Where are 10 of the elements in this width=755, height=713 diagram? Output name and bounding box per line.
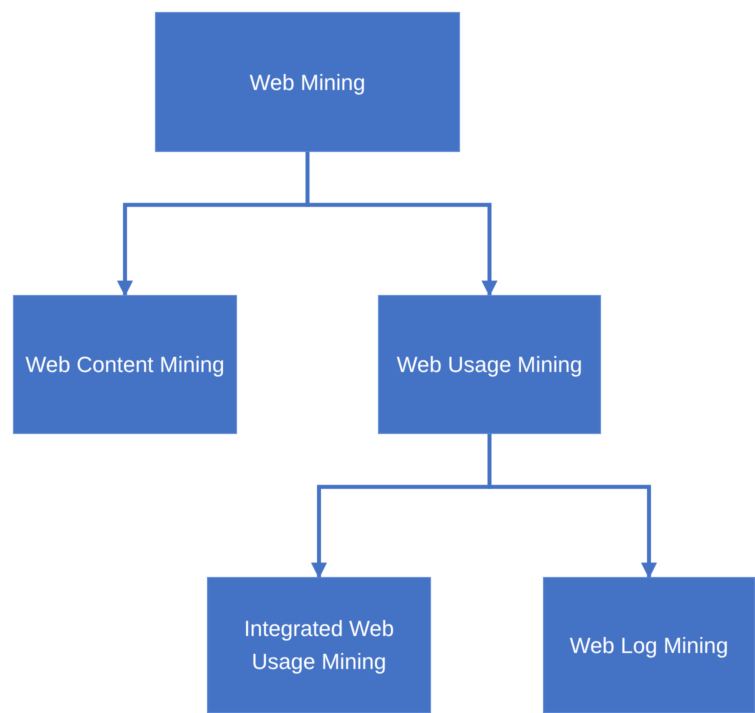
process-box bbox=[207, 577, 431, 713]
process-box bbox=[378, 295, 601, 434]
box-label: Web Mining bbox=[250, 68, 366, 97]
box-label: Web Log Mining bbox=[570, 632, 728, 660]
process-box bbox=[13, 295, 237, 434]
box-label: Integrated Web Usage Mining bbox=[242, 615, 396, 676]
process-box bbox=[543, 577, 755, 713]
box-label: Web Content Mining bbox=[26, 351, 224, 379]
box-label: Web Usage Mining bbox=[396, 351, 582, 379]
process-box bbox=[155, 12, 460, 152]
